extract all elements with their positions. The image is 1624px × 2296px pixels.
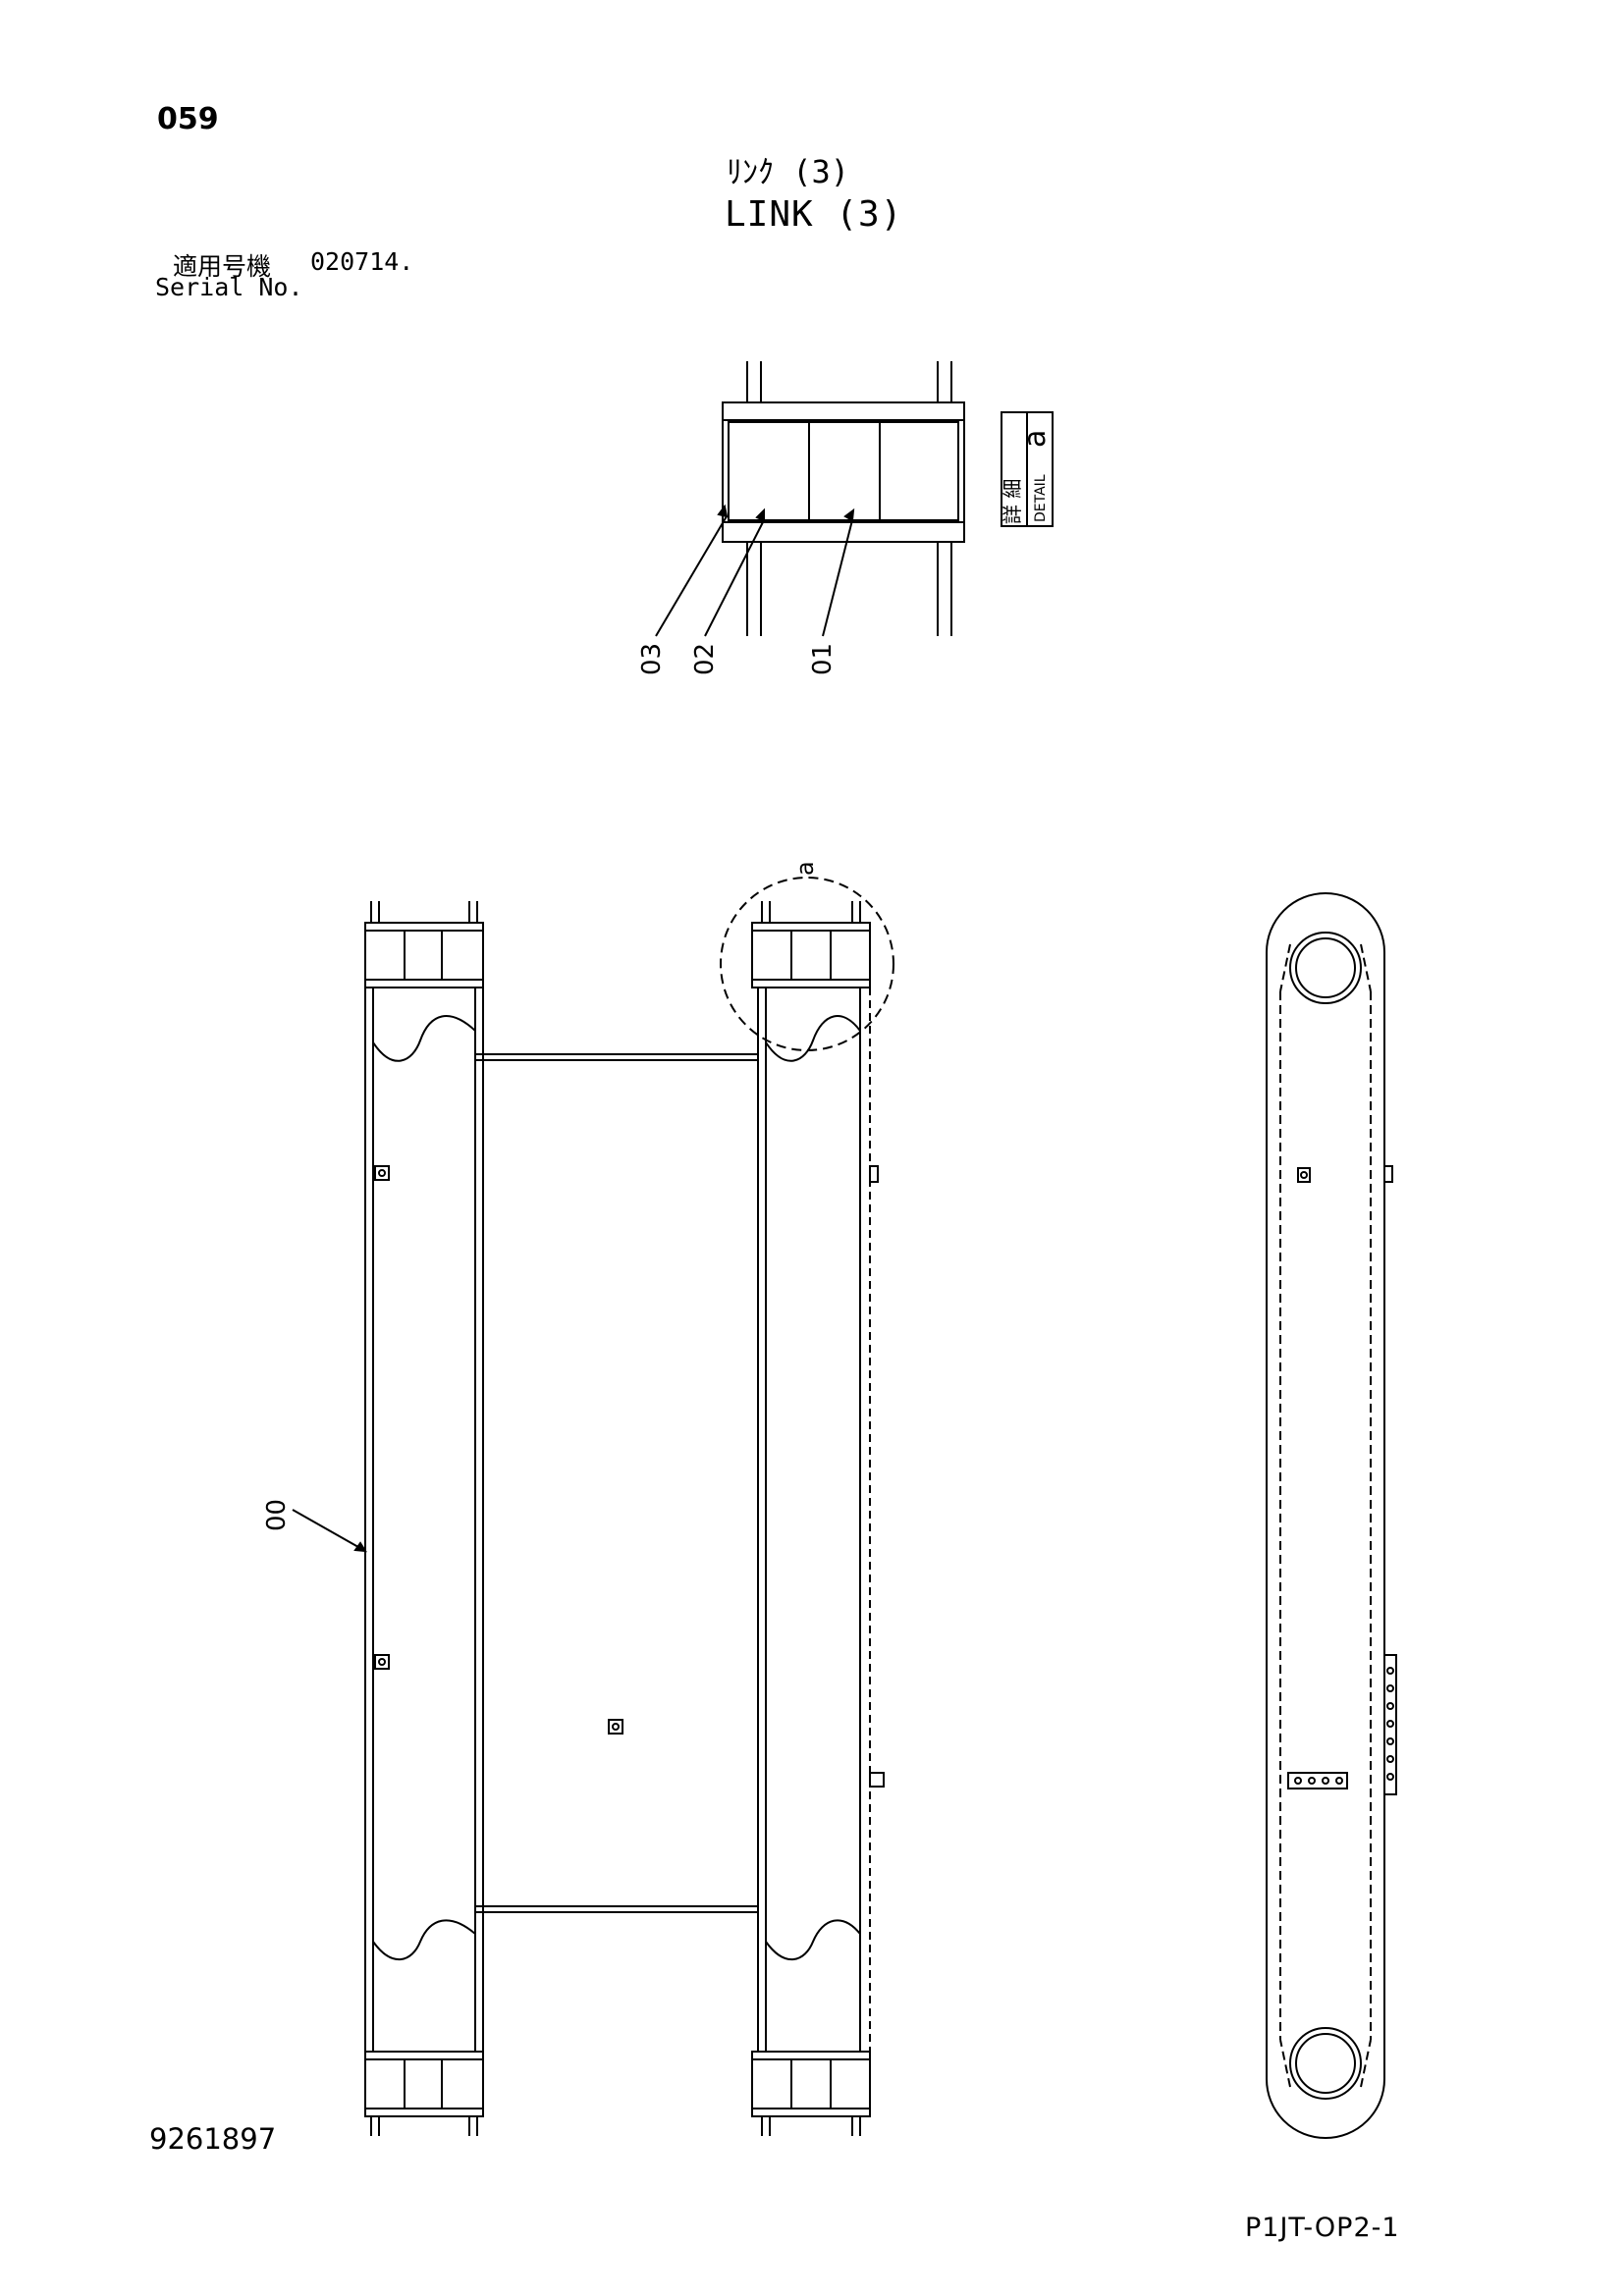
detail-label-english: DETAIL — [1033, 474, 1049, 522]
detail-marker-a: a — [791, 861, 819, 876]
serial-number-value: 020714. — [310, 247, 414, 276]
detail-letter: a — [1018, 430, 1053, 448]
part-number: 9261897 — [149, 2122, 277, 2156]
callout-part-02: 02 — [690, 643, 720, 675]
serial-label-english: Serial No. — [155, 273, 303, 301]
serial-label-japanese: 適用号機 — [173, 252, 272, 281]
page-number: 059 — [157, 102, 219, 136]
detail-label-box — [1001, 411, 1054, 527]
callout-part-01: 01 — [808, 643, 838, 675]
title-japanese: ﾘﾝｸ (3) — [727, 153, 850, 190]
link-side-view — [1266, 892, 1397, 2139]
callout-part-00: 00 — [262, 1499, 292, 1531]
leader-lines-detail — [655, 504, 855, 637]
callout-part-03: 03 — [637, 643, 667, 675]
catalog-reference: P1JT-OP2-1 — [1245, 2213, 1400, 2243]
title-english: LINK (3) — [725, 194, 903, 235]
link-front-view — [364, 877, 894, 2136]
leader-line-00 — [292, 1509, 367, 1553]
detail-a-view — [722, 361, 965, 636]
detail-label-japanese: 詳 細 — [1001, 479, 1024, 524]
